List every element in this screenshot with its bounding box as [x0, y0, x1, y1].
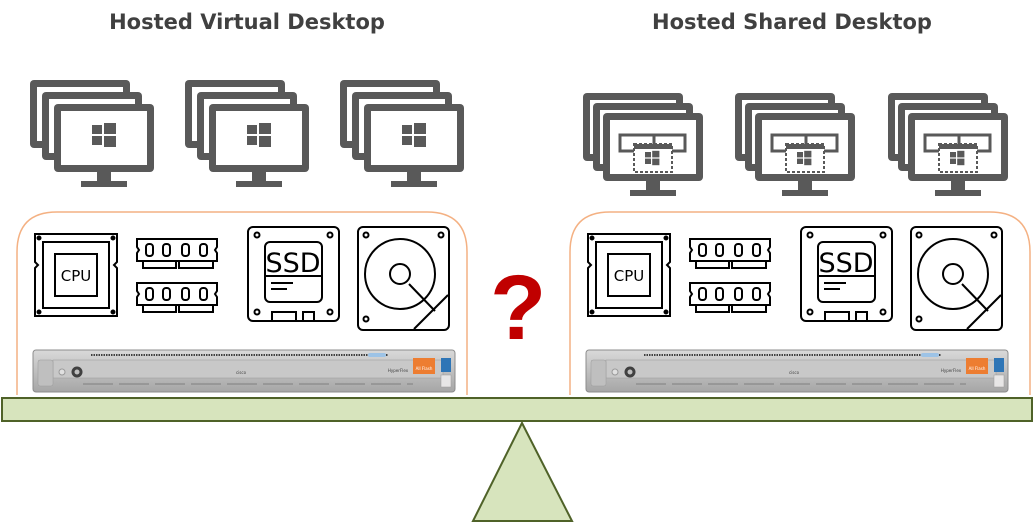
shared-desktop-monitor-stack-icon [888, 93, 1008, 196]
ssd-label: SSD [818, 248, 873, 279]
cpu-label: CPU [614, 267, 645, 285]
hdd-icon [357, 226, 450, 331]
left-host-box [16, 211, 468, 395]
server-model: HyperFlex [388, 368, 409, 373]
server-model: HyperFlex [941, 368, 962, 373]
windows-monitor-stack-icon [30, 80, 154, 187]
ssd-label: SSD [265, 248, 320, 279]
balance-fulcrum [471, 420, 574, 522]
hosted-shared-desktop-title: Hosted Shared Desktop [652, 10, 932, 34]
windows-monitor-stack-icon [185, 80, 309, 187]
ram-icon [136, 282, 218, 313]
server-badge: All Flash [416, 366, 433, 371]
windows-monitor-stack-icon [340, 80, 464, 187]
server-badge: All Flash [969, 366, 986, 371]
balance-beam [1, 397, 1033, 422]
server-brand: cisco [789, 370, 800, 375]
shared-desktop-monitor-stack-icon [583, 93, 703, 196]
hdd-icon [910, 226, 1003, 331]
ram-icon [689, 282, 771, 313]
ram-icon [689, 238, 771, 269]
shared-desktop-monitor-stack-icon [735, 93, 855, 196]
hosted-virtual-desktop-title: Hosted Virtual Desktop [109, 10, 385, 34]
right-host-box [569, 211, 1031, 395]
cpu-label: CPU [61, 267, 92, 285]
question-mark: ? [490, 257, 547, 359]
ram-icon [136, 238, 218, 269]
server-brand: cisco [236, 370, 247, 375]
